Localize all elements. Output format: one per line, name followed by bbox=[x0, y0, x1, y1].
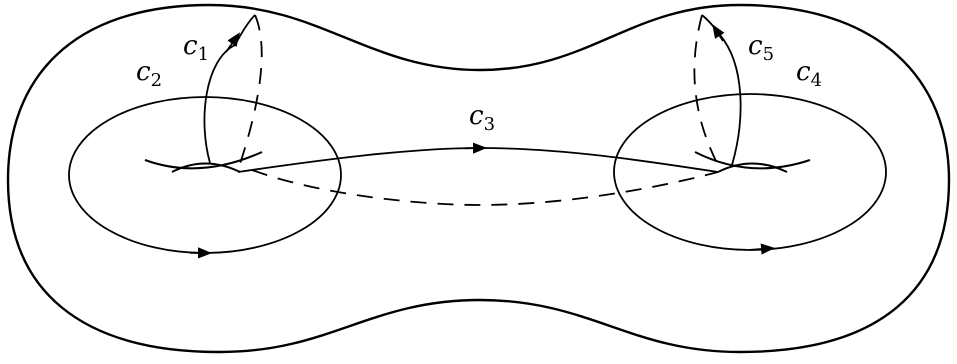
left-hole bbox=[144, 151, 263, 173]
label-c2: c2 bbox=[136, 57, 162, 91]
surface-outline bbox=[6, 3, 951, 354]
curve-c1 bbox=[203, 14, 263, 171]
curve-c5 bbox=[693, 14, 742, 166]
curve-c4 bbox=[613, 93, 887, 255]
curve-c2 bbox=[68, 96, 342, 259]
right-hole bbox=[694, 151, 811, 173]
curve-c3 bbox=[237, 142, 719, 206]
label-c4: c4 bbox=[796, 57, 822, 91]
label-c1: c1 bbox=[183, 31, 209, 65]
label-c5: c5 bbox=[748, 31, 774, 65]
label-c3: c3 bbox=[469, 101, 495, 135]
